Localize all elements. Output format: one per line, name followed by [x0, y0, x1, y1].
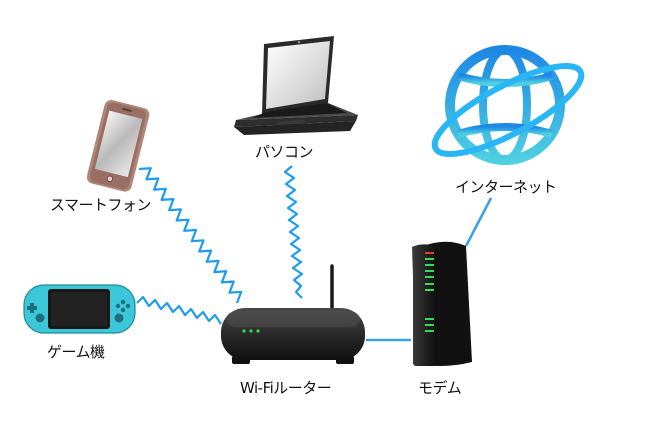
label-game-console: ゲーム機: [47, 343, 105, 361]
smartphone-icon: [86, 100, 150, 192]
wifi-link-smartphone: [138, 167, 243, 304]
wifi-link-pc: [283, 165, 304, 299]
wired-link-modem-internet: [464, 197, 493, 247]
label-internet: インターネット: [455, 178, 557, 196]
router-icon: [221, 264, 365, 364]
label-pc: パソコン: [255, 143, 314, 161]
wifi-link-game: [136, 295, 222, 325]
game-console-icon: [23, 284, 136, 334]
label-smartphone: スマートフォン: [50, 196, 152, 214]
wired-links: [366, 197, 493, 342]
wifi-links: [136, 165, 304, 325]
modem-icon: [412, 241, 472, 366]
laptop-icon: [234, 36, 358, 135]
label-router: Wi-Fiルーター: [240, 379, 332, 397]
globe-icon: [431, 45, 585, 165]
label-modem: モデム: [418, 379, 462, 397]
